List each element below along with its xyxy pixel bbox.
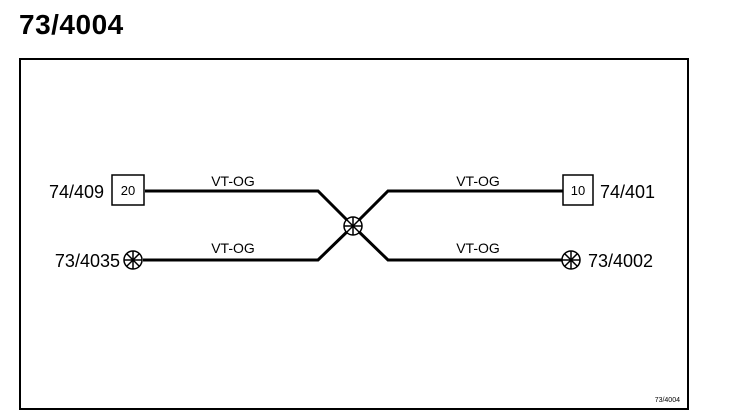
splice-icon-right-bottom	[561, 250, 581, 270]
wire-label-right-top: VT-OG	[456, 173, 500, 189]
diagram-frame	[19, 58, 689, 410]
wire-right-top	[351, 189, 563, 228]
endpoint-label-left-bottom: 73/4035	[55, 251, 120, 271]
page-title: 73/4004	[19, 9, 124, 40]
connector-box-left-top	[111, 174, 145, 206]
wire-label-left-top: VT-OG	[211, 173, 255, 189]
connector-box-right-top	[562, 174, 594, 206]
endpoint-label-left-top: 74/409	[49, 182, 104, 202]
endpoint-label-right-top: 74/401	[600, 182, 655, 202]
connector-number-left-top: 20	[121, 183, 135, 198]
wire-left-bottom	[143, 224, 355, 262]
footer-reference: 73/4004	[655, 397, 680, 404]
connector-number-right-top: 10	[571, 183, 585, 198]
center-splice-icon	[343, 216, 363, 236]
wire-left-top	[145, 189, 355, 228]
splice-icon-left-bottom	[123, 250, 143, 270]
wire-right-bottom	[351, 224, 563, 262]
wire-label-left-bottom: VT-OG	[211, 240, 255, 256]
endpoint-label-right-bottom: 73/4002	[588, 251, 653, 271]
wire-label-right-bottom: VT-OG	[456, 240, 500, 256]
